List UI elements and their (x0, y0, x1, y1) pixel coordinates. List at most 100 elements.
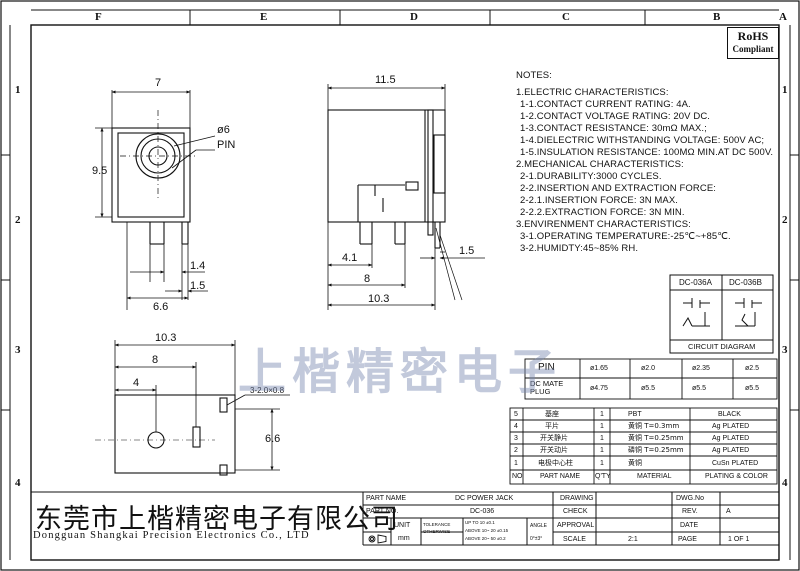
drawing-label: DRAWING (560, 495, 594, 502)
front-pin-label: PIN (217, 139, 236, 151)
tolerance-label: TOLERANCE OTHERWISE (423, 522, 451, 534)
zone-label-f: F (95, 11, 102, 23)
bom-no: 5 (514, 411, 518, 418)
bom-material: PBT (628, 411, 642, 418)
company-name-en: Dongguan Shangkai Precision Electronics … (33, 530, 310, 541)
zone-row-2-right: 2 (782, 214, 788, 226)
approval-label: APPROVAL (557, 522, 595, 529)
zone-ticks (1, 9, 799, 561)
bom-no: 4 (514, 423, 518, 430)
tolerance-line-2: ABOVE 10~ 20 ±0.15 (465, 528, 509, 533)
side-dim-4-1: 4.1 (342, 252, 358, 264)
part-no-label: PART NO. (366, 508, 399, 515)
note-line-14: 3-2.HUMIDTY:45~85% RH. (520, 243, 639, 254)
note-line-4: 1-3.CONTACT RESISTANCE: 30mΩ MAX.; (520, 123, 707, 134)
side-dim-1-5: 1.5 (459, 245, 475, 257)
circuit-label-a: DC-036A (679, 278, 712, 287)
rohs-subtitle: Compliant (732, 44, 774, 54)
bom-plating: BLACK (718, 411, 741, 418)
rohs-title: RoHS (737, 29, 769, 43)
bom-grid (509, 407, 778, 485)
rev-label: REV. (682, 508, 698, 515)
zone-row-1-right: 1 (782, 84, 788, 96)
bottom-view (114, 394, 236, 476)
bom-part: 基座 (545, 410, 559, 418)
bom-header-part: PART NAME (540, 473, 581, 480)
bom-part: 电极中心柱 (538, 459, 573, 467)
zone-row-4-right: 4 (782, 477, 788, 489)
bottom-height-dim: 6.6 (265, 433, 281, 445)
bom-material: 黄铜 T=0.25mm (628, 434, 684, 442)
bom-header-no: NO (512, 473, 523, 480)
rohs-badge: RoHS Compliant (727, 27, 779, 59)
zone-row-3: 3 (15, 344, 21, 356)
note-line-0: NOTES: (516, 70, 552, 81)
pin-table-cell: ø5.5 (641, 385, 656, 392)
check-label: CHECK (563, 508, 588, 515)
bom-material: 磷铜 T=0.25mm (628, 446, 684, 454)
scale-label: SCALE (563, 536, 586, 543)
side-view (327, 109, 463, 301)
part-name-label: PART NAME (366, 495, 407, 502)
bom-part: 开关动片 (540, 446, 568, 454)
pin-table-cell: ø2.0 (641, 365, 656, 372)
note-line-8: 2-1.DURABILITY:3000 CYCLES. (520, 171, 662, 182)
circuit-caption: CIRCUIT DIAGRAM (688, 342, 756, 351)
bom-part: 开关静片 (540, 434, 568, 442)
front-width-dim: 7 (155, 77, 162, 89)
bom-material: 黄铜 (628, 459, 642, 467)
unit-value: mm (398, 535, 410, 542)
side-width-dim: 11.5 (375, 74, 396, 86)
bom-plating: CuSn PLATED (712, 460, 759, 467)
pin-table-row-label-pin: PIN (538, 362, 555, 373)
note-line-9: 2-2.INSERTION AND EXTRACTION FORCE: (520, 183, 716, 194)
side-view-dims (327, 84, 485, 310)
note-line-10: 2-2.1.INSERTION FORCE: 3N MAX. (520, 195, 679, 206)
front-view-dims (95, 90, 216, 310)
bom-plating: Ag PLATED (712, 435, 750, 442)
bottom-width-dim: 10.3 (155, 332, 177, 344)
pin-table-cell: ø5.5 (745, 385, 760, 392)
note-line-12: 3.ENVIRENMENT CHARACTERISTICS: (516, 219, 691, 230)
zone-label-a: A (779, 11, 787, 23)
bom-header-plating: PLATING & COLOR (705, 473, 768, 480)
note-line-2: 1-1.CONTACT CURRENT RATING: 4A. (520, 99, 691, 110)
page-label: PAGE (678, 536, 697, 543)
tolerance-line-1: UP TO 10 ±0.1 (465, 520, 495, 525)
zone-row-1: 1 (15, 84, 21, 96)
tolerance-line-3: ABOVE 20~ 50 ±0.2 (465, 536, 506, 541)
zone-label-c: C (562, 11, 570, 23)
part-no-value: DC-036 (470, 508, 495, 515)
circuit-diagram (669, 274, 774, 354)
part-name-value: DC POWER JACK (455, 495, 514, 502)
pin-table-row-label-plug: DC MATE PLUG (530, 379, 564, 397)
dwg-no-label: DWG.No (676, 495, 704, 502)
note-line-5: 1-4.DIELECTRIC WITHSTANDING VOLTAGE: 500… (520, 135, 765, 146)
zone-row-3-right: 3 (782, 344, 788, 356)
note-line-3: 1-2.CONTACT VOLTAGE RATING: 20V DC. (520, 111, 711, 122)
pin-table-grid (524, 358, 778, 400)
bom-qty: 1 (600, 435, 604, 442)
bom-plating: Ag PLATED (712, 447, 750, 454)
bom-no: 3 (514, 435, 518, 442)
title-block-grid (31, 491, 779, 546)
note-line-13: 3-1.OPERATING TEMPERATURE:-25℃~+85℃. (520, 231, 731, 242)
pin-table-cell: ø4.75 (590, 385, 608, 392)
bom-qty: 1 (600, 447, 604, 454)
bom-no: 2 (514, 447, 518, 454)
bottom-view-dims (95, 340, 290, 471)
angle-value: 0°±3° (530, 536, 543, 542)
side-dim-8: 8 (364, 273, 371, 285)
bottom-dim-8: 8 (152, 354, 159, 366)
front-dim-1-5: 1.5 (190, 280, 206, 292)
unit-label: UNIT (394, 522, 411, 529)
zone-label-b: B (713, 11, 721, 23)
note-line-11: 2-2.2.EXTRACTION FORCE: 3N MIN. (520, 207, 685, 218)
watermark: 上楷精密电子 (238, 344, 563, 400)
angle-label: ANGLE (530, 523, 547, 529)
side-dim-10-3: 10.3 (368, 293, 390, 305)
front-height-dim: 9.5 (92, 165, 108, 177)
